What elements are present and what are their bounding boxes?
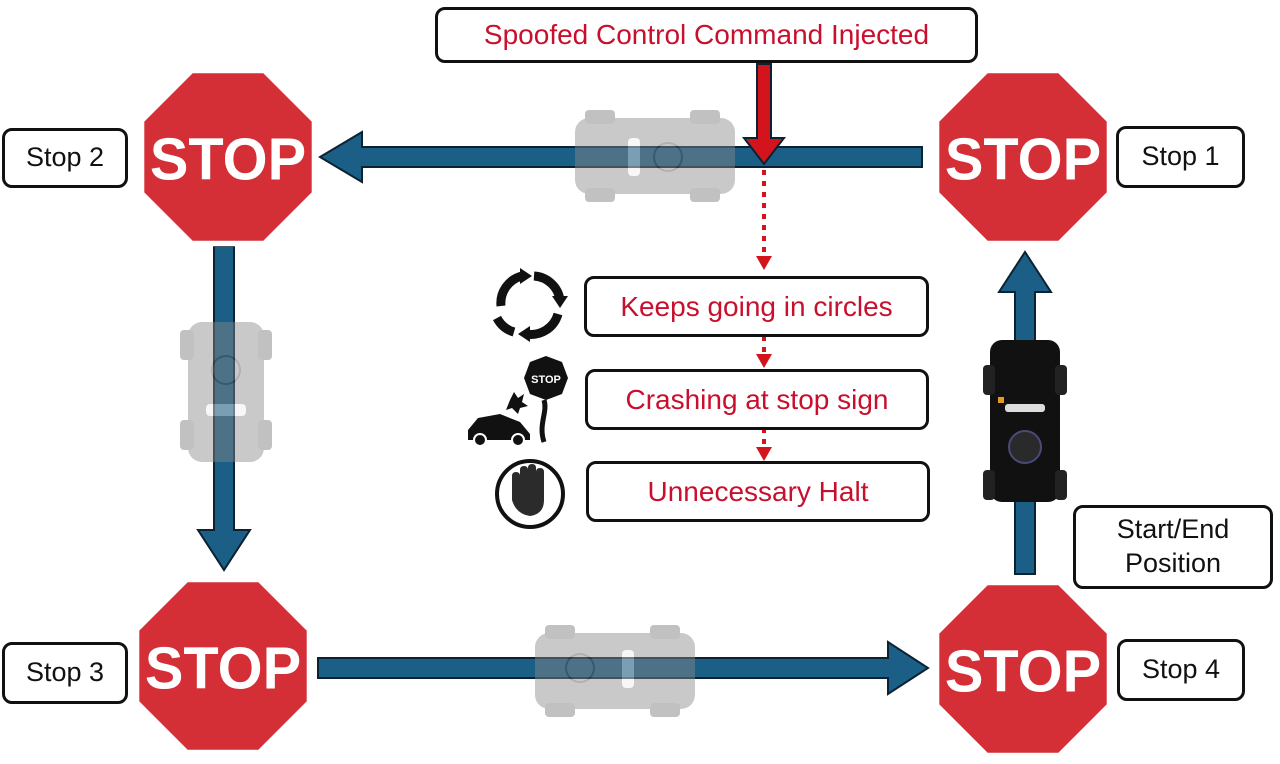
start-end-position-label: Start/End Position — [1073, 505, 1273, 589]
start-end-label-line2: Position — [1124, 548, 1222, 578]
circular-arrows-icon — [493, 268, 568, 342]
crash-icon-sign-text: STOP — [531, 374, 561, 386]
stop-sign-1: STOP — [930, 64, 1116, 250]
consequence-circles-text: Keeps going in circles — [620, 290, 893, 322]
hand-halt-icon — [495, 459, 565, 529]
consequence-halt-text: Unnecessary Halt — [647, 475, 869, 507]
vehicle-start-position — [983, 340, 1067, 502]
attack-title-text: Spoofed Control Command Injected — [483, 19, 930, 50]
stop-2-label-text: Stop 2 — [25, 142, 105, 173]
vehicle-ghost-top — [575, 110, 735, 202]
stop-sign-3-text: STOP — [145, 634, 301, 701]
stop-sign-3: STOP — [130, 573, 316, 759]
stop-4-label: Stop 4 — [1117, 639, 1245, 701]
stop-1-label: Stop 1 — [1116, 126, 1245, 188]
consequence-crash-box: Crashing at stop sign — [585, 369, 929, 430]
path-arrow-stop1-to-stop2 — [318, 130, 923, 184]
consequence-crash-text: Crashing at stop sign — [625, 383, 889, 415]
stop-4-label-text: Stop 4 — [1141, 654, 1221, 685]
attack-injection-arrow — [741, 63, 787, 166]
vehicle-ghost-bottom — [535, 625, 695, 717]
stop-1-label-text: Stop 1 — [1141, 141, 1220, 172]
consequence-halt-box: Unnecessary Halt — [586, 461, 930, 522]
stop-sign-4: STOP — [930, 576, 1116, 762]
attack-title-box: Spoofed Control Command Injected — [435, 7, 978, 63]
attack-dotted-connectors — [756, 170, 772, 461]
stop-sign-4-text: STOP — [945, 637, 1101, 704]
stop-3-label: Stop 3 — [2, 642, 128, 704]
stop-2-label: Stop 2 — [2, 128, 128, 188]
start-end-label-line1: Start/End — [1116, 514, 1230, 545]
vehicle-ghost-left — [180, 322, 272, 462]
path-arrow-stop3-to-stop4 — [317, 640, 930, 696]
stop-sign-2-text: STOP — [150, 125, 306, 192]
consequence-circles-box: Keeps going in circles — [584, 276, 929, 337]
stop-sign-1-text: STOP — [945, 125, 1101, 192]
car-crash-stop-sign-icon: STOP — [468, 356, 568, 447]
stop-sign-2: STOP — [135, 64, 321, 250]
path-arrow-stop2-to-stop3 — [196, 245, 252, 572]
stop-3-label-text: Stop 3 — [25, 657, 105, 688]
